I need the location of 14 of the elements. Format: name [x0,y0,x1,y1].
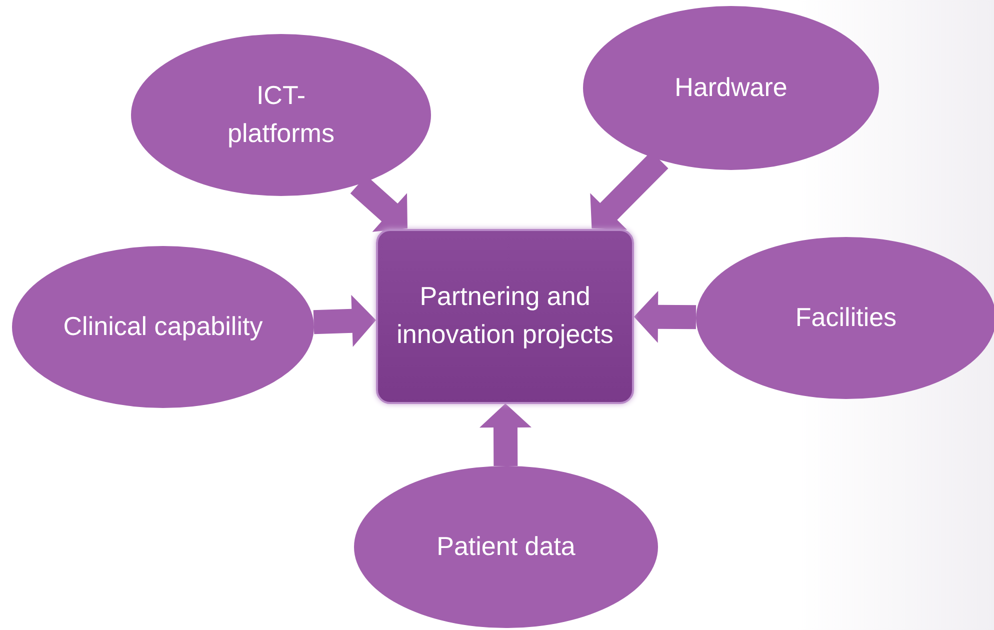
ellipse-node [354,466,658,628]
node-label: Clinical capability [63,310,263,344]
block-arrow [313,294,376,347]
block-arrow [634,290,696,343]
ellipse-node [12,246,314,408]
ellipse-node [583,6,879,170]
node-label: ICT- platforms [226,79,336,150]
node-label: Facilities [794,301,898,334]
node-label: Hardware [674,71,788,104]
ellipse-node [131,34,431,196]
node-label: Partnering and innovation projects [396,280,614,351]
block-arrow [479,404,532,466]
process-box [376,228,634,404]
node-label: Patient data [436,530,576,564]
